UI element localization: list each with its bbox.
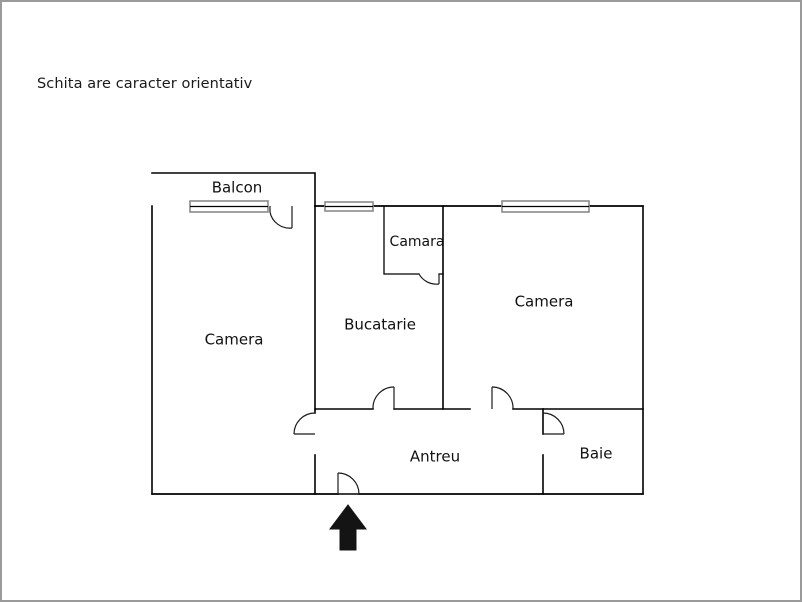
room-label-camera-right: Camera — [515, 293, 574, 311]
room-label-camara: Camara — [390, 234, 445, 250]
window-balcon — [189, 200, 269, 213]
door-balcon — [269, 206, 293, 229]
room-labels-group: Balcon Camera Bucatarie Camara Camera An… — [205, 179, 613, 466]
wall-balcon — [151, 172, 316, 207]
room-label-bucatarie: Bucatarie — [344, 316, 416, 334]
room-label-antreu: Antreu — [410, 448, 460, 466]
doors-group — [269, 206, 565, 495]
door-camera-left — [293, 412, 316, 435]
door-camara — [418, 273, 440, 285]
door-bucatarie — [372, 386, 395, 410]
windows-group — [189, 200, 590, 213]
disclaimer-note: Schita are caracter orientativ — [37, 76, 253, 92]
window-camera-right — [501, 200, 590, 213]
room-label-baie: Baie — [580, 445, 613, 463]
entrance-arrow — [329, 504, 367, 551]
door-baie — [542, 412, 565, 435]
room-label-camera-left: Camera — [205, 331, 264, 349]
door-camera-right — [491, 386, 514, 410]
window-bucatarie — [324, 201, 374, 212]
room-label-balcon: Balcon — [212, 179, 263, 197]
door-entrance — [337, 472, 360, 495]
wall-camara — [383, 205, 420, 275]
